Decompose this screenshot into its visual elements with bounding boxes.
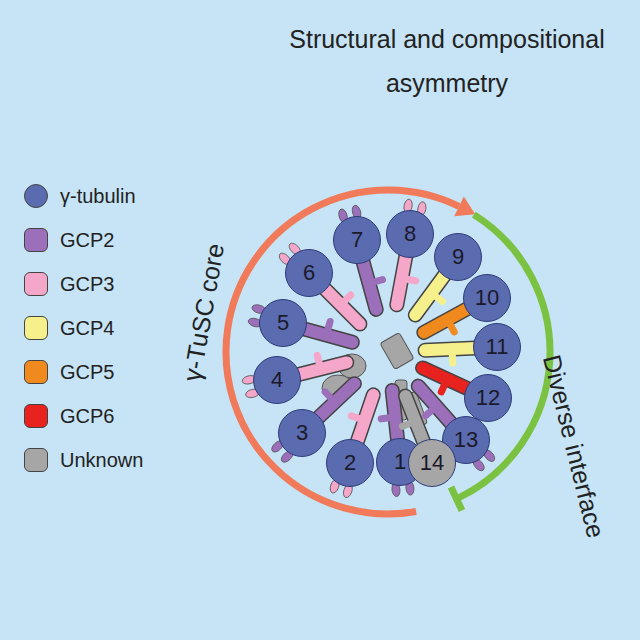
gamma-tubulin: 9 [434,233,482,281]
gamma-tubulin: 7 [333,216,381,264]
legend-entry: GCP4 [24,314,114,342]
position-number: 10 [475,287,499,309]
arc-label: γ-TuSC core [178,241,231,383]
legend-label: GCP2 [60,229,114,252]
position-number: 13 [454,429,478,451]
legend-entry: GCP5 [24,358,114,386]
gamma-tubulin: 10 [463,274,511,322]
legend-label: GCP4 [60,317,114,340]
legend-entry: GCP2 [24,226,114,254]
gamma-tubulin: 6 [285,249,333,297]
gamma-tubulin: 2 [326,439,374,487]
gamma-tubulin: 3 [278,409,326,457]
legend-entry: γ-tubulin [24,182,136,210]
position-number: 9 [452,246,464,268]
position-number: 6 [303,262,315,284]
position-number: 4 [271,369,283,391]
legend-entry: Unknown [24,446,143,474]
unknown-subunit: 14 [408,439,456,487]
legend-label: Unknown [60,449,143,472]
legend-entry: GCP3 [24,270,114,298]
legend-swatch [24,448,48,472]
end-bar [451,487,462,511]
position-number: 11 [486,336,509,358]
core-arc [226,190,459,514]
arc-label: Diverse interface [537,351,611,540]
legend-label: GCP5 [60,361,114,384]
legend-swatch [24,316,48,340]
legend-label: γ-tubulin [60,185,136,208]
legend-swatch [24,228,48,252]
position-number: 14 [420,452,444,474]
position-number: 12 [476,387,500,409]
position-number: 7 [351,229,363,251]
legend-swatch [24,184,48,208]
gamma-tubulin: 12 [464,374,512,422]
legend-entry: GCP6 [24,402,114,430]
position-number: 8 [404,223,416,245]
gamma-tubulin: 4 [253,356,301,404]
legend-label: GCP6 [60,405,114,428]
legend-swatch [24,360,48,384]
legend-label: GCP3 [60,273,114,296]
legend-swatch [24,404,48,428]
gamma-tubulin: 8 [386,210,434,258]
gcp-spokes [241,199,496,499]
position-number: 3 [296,422,308,444]
gamma-tubulin: 11 [473,323,521,371]
title: Structural and compositional asymmetry [266,18,628,106]
position-number: 1 [394,451,406,473]
arrow-head [454,197,475,217]
legend-swatch [24,272,48,296]
position-number: 5 [277,312,289,334]
position-number: 2 [344,452,356,474]
gamma-tubulin: 5 [259,299,307,347]
